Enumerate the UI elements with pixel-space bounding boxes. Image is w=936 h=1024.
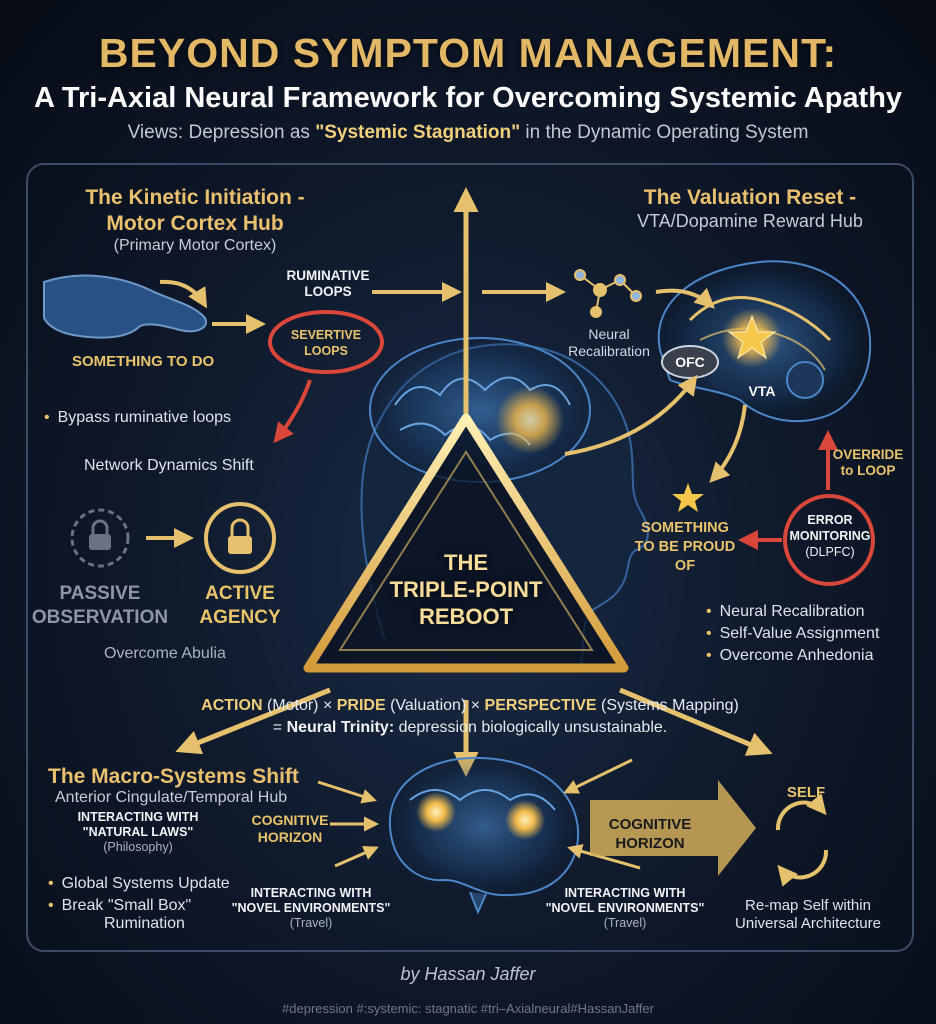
- list-item: Break "Small Box": [48, 895, 230, 917]
- lock-icon: [204, 502, 276, 574]
- main-title: BEYOND SYMPTOM MANAGEMENT:: [98, 30, 838, 76]
- valuation-hub-title: The Valuation Reset - VTA/Dopamine Rewar…: [637, 186, 863, 231]
- list-item: Self-Value Assignment: [706, 623, 880, 645]
- views-line: Views: Depression as "Systemic Stagnatio…: [127, 122, 809, 143]
- ofc-label: OFC: [675, 354, 705, 370]
- hashtags: #depression #:systemic: stagnatic #tri–A…: [282, 1001, 654, 1016]
- network-shift-label: Network Dynamics Shift: [84, 457, 254, 474]
- valuation-bullets: Neural Recalibration Self-Value Assignme…: [706, 601, 880, 667]
- self-label: SELF: [786, 784, 826, 801]
- list-item: Neural Recalibration: [706, 601, 879, 623]
- overcome-abulia-label: Overcome Abulia: [104, 645, 226, 662]
- macro-hub-subtitle: Anterior Cingulate/Temporal Hub: [55, 789, 288, 806]
- subtitle: A Tri-Axial Neural Framework for Overcom…: [33, 82, 903, 114]
- severtive-loop: [268, 310, 384, 444]
- macro-hub-title: The Macro-Systems Shift: [48, 765, 299, 788]
- cycle-arrows-icon: [738, 430, 875, 586]
- novel-environments-right-label: INTERACTING WITH"NOVEL ENVIRONMENTS"(Tra…: [545, 886, 705, 930]
- macro-bullets: Global Systems Update Break "Small Box": [48, 873, 230, 917]
- author-credit: by Hassan Jaffer: [400, 964, 536, 984]
- kinetic-bullets: Bypass ruminative loops: [44, 407, 231, 429]
- novel-environments-left-label: INTERACTING WITH"NOVEL ENVIRONMENTS"(Tra…: [231, 886, 391, 930]
- kinetic-hub-subtitle: (Primary Motor Cortex): [113, 237, 277, 254]
- list-item: Bypass ruminative loops: [44, 407, 231, 429]
- list-item: Overcome Anhedonia: [706, 645, 879, 667]
- severtive-loops-label: SEVERTIVE LOOPS: [290, 328, 362, 358]
- neural-trinity-equation: ACTION (Motor) × PRIDE (Valuation) × PER…: [201, 697, 739, 736]
- brain-icon: [657, 260, 872, 423]
- ruminative-loops-label: RUMINATIVE LOOPS: [286, 268, 370, 299]
- hand-icon: [43, 274, 208, 339]
- diagram-frame: [26, 163, 914, 952]
- lock-icon: [70, 508, 130, 568]
- molecule-icon: [574, 269, 642, 318]
- star-icon: [672, 483, 704, 512]
- triple-point-triangle: [303, 413, 629, 673]
- macro-bullet2-continuation: Rumination: [104, 915, 185, 932]
- something-to-do-label: SOMETHING TO DO: [72, 353, 215, 370]
- vta-label: VTA: [748, 383, 776, 399]
- cycle-arrows-icon: [775, 793, 829, 887]
- list-item: Global Systems Update: [48, 873, 230, 895]
- natural-laws-label: INTERACTING WITH"NATURAL LAWS"(Philosoph…: [77, 810, 199, 854]
- kinetic-hub-title: The Kinetic Initiation - Motor Cortex Hu…: [55, 185, 335, 255]
- brain-icon: [389, 756, 580, 915]
- cognitive-horizon-arrow: [590, 780, 756, 876]
- views-highlight: "Systemic Stagnation": [315, 122, 521, 143]
